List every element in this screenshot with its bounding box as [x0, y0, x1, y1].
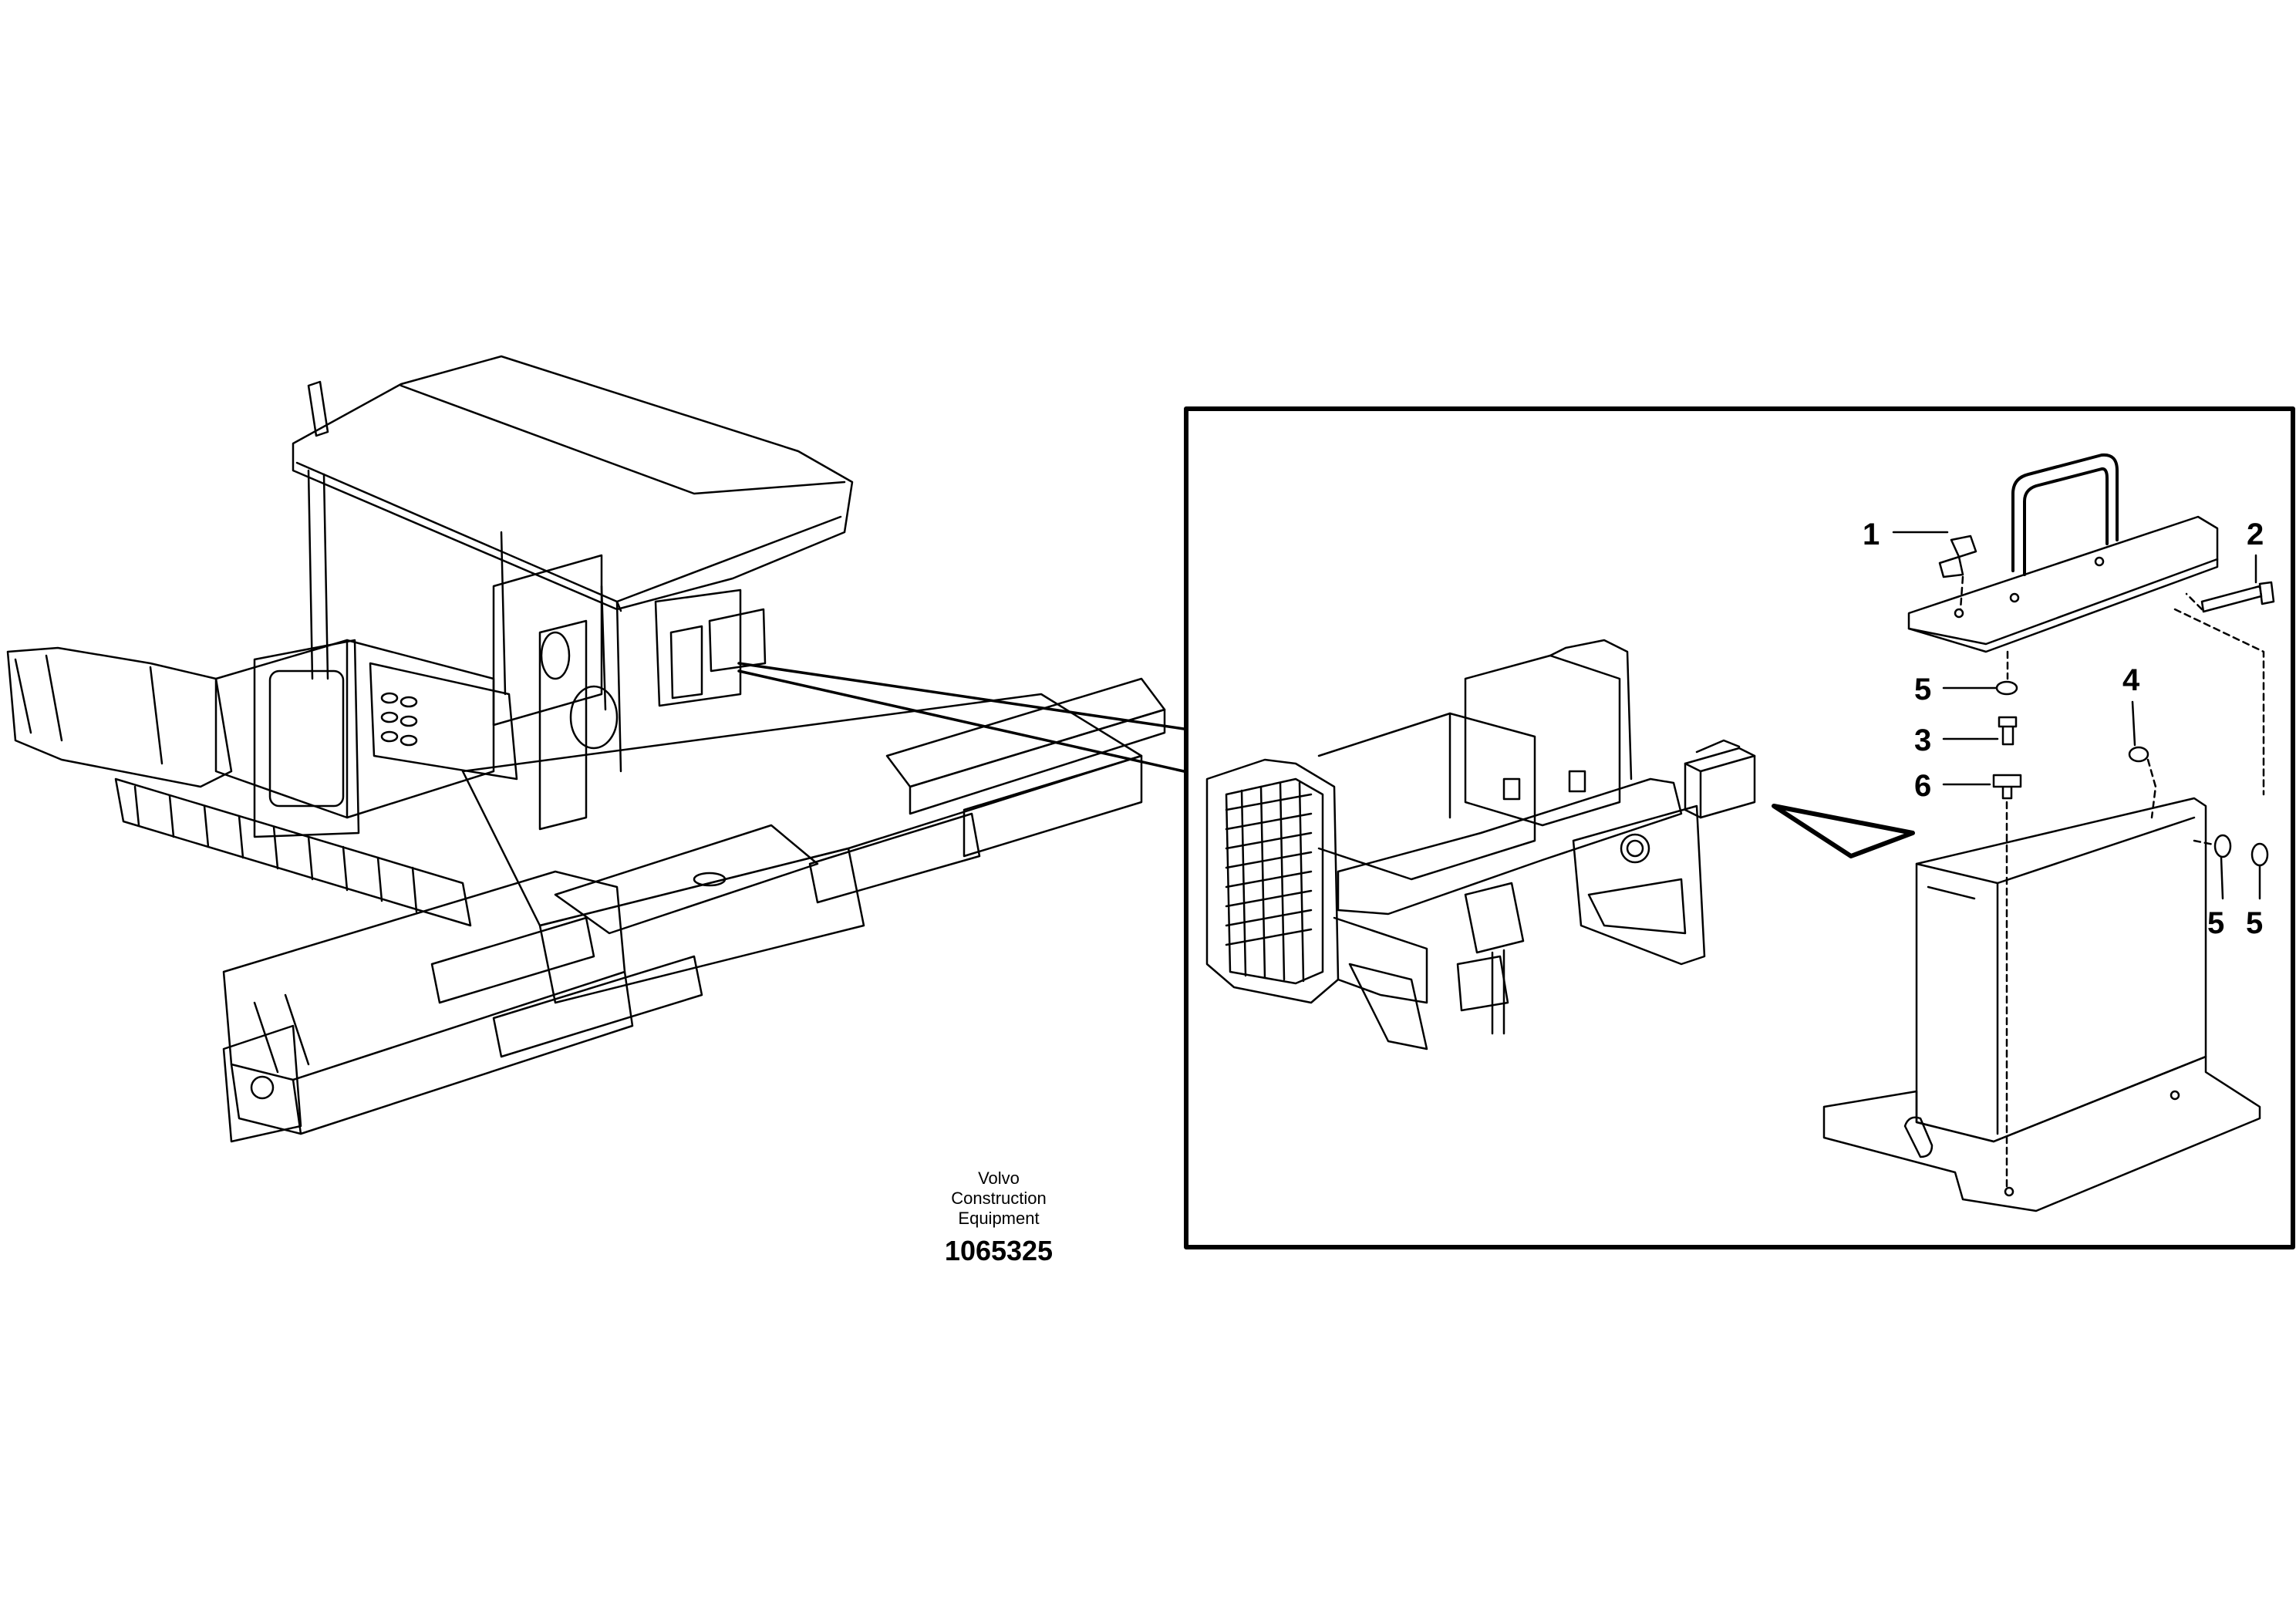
part-3-screw	[1998, 716, 2018, 746]
callout-5-left: 5	[2207, 906, 2224, 940]
battery-box	[1915, 797, 2207, 1143]
callout-5-right: 5	[2246, 906, 2263, 940]
company-name: Volvo Construction Equipment	[951, 1168, 1047, 1228]
part-5-washer-left	[2213, 834, 2232, 858]
part-5-washer-right	[2250, 842, 2269, 867]
part-1-latch	[1950, 534, 1977, 558]
hopper-wing	[6, 646, 233, 788]
leader-5b	[2220, 856, 2224, 900]
part-2-bolt	[2200, 585, 2263, 613]
exploded-parts	[1822, 453, 2275, 1212]
detail-compartment	[1205, 639, 1756, 1050]
callout-1: 1	[1863, 518, 1880, 551]
machine-overview	[6, 355, 1166, 1143]
callout-6: 6	[1914, 769, 1931, 803]
callout-3: 3	[1914, 723, 1931, 757]
crawler-track	[114, 777, 472, 927]
battery-lid	[1907, 515, 2219, 653]
detail-leader	[737, 662, 1185, 773]
callout-2: 2	[2247, 518, 2264, 551]
base-plate	[1822, 1055, 2261, 1212]
drawing-credit: Volvo Construction Equipment 1065325	[845, 1168, 1153, 1267]
battery-small	[1684, 747, 1756, 819]
battery-box-location	[654, 588, 742, 707]
pointer-triangle	[1772, 804, 1915, 858]
part-6-bolt	[1992, 774, 2022, 800]
canopy-roof	[292, 355, 854, 611]
screed-extension-right	[885, 677, 1166, 788]
part-4-washer	[2128, 746, 2149, 763]
lid-handle	[2011, 453, 2119, 572]
callout-4: 4	[2122, 663, 2140, 697]
control-panel	[253, 639, 360, 838]
detail-frame	[1184, 406, 2295, 1249]
leader-4	[2131, 700, 2136, 747]
document-number: 1065325	[944, 1235, 1054, 1266]
part-5-washer-top	[1995, 680, 2018, 696]
callout-5-upper: 5	[1914, 673, 1931, 706]
